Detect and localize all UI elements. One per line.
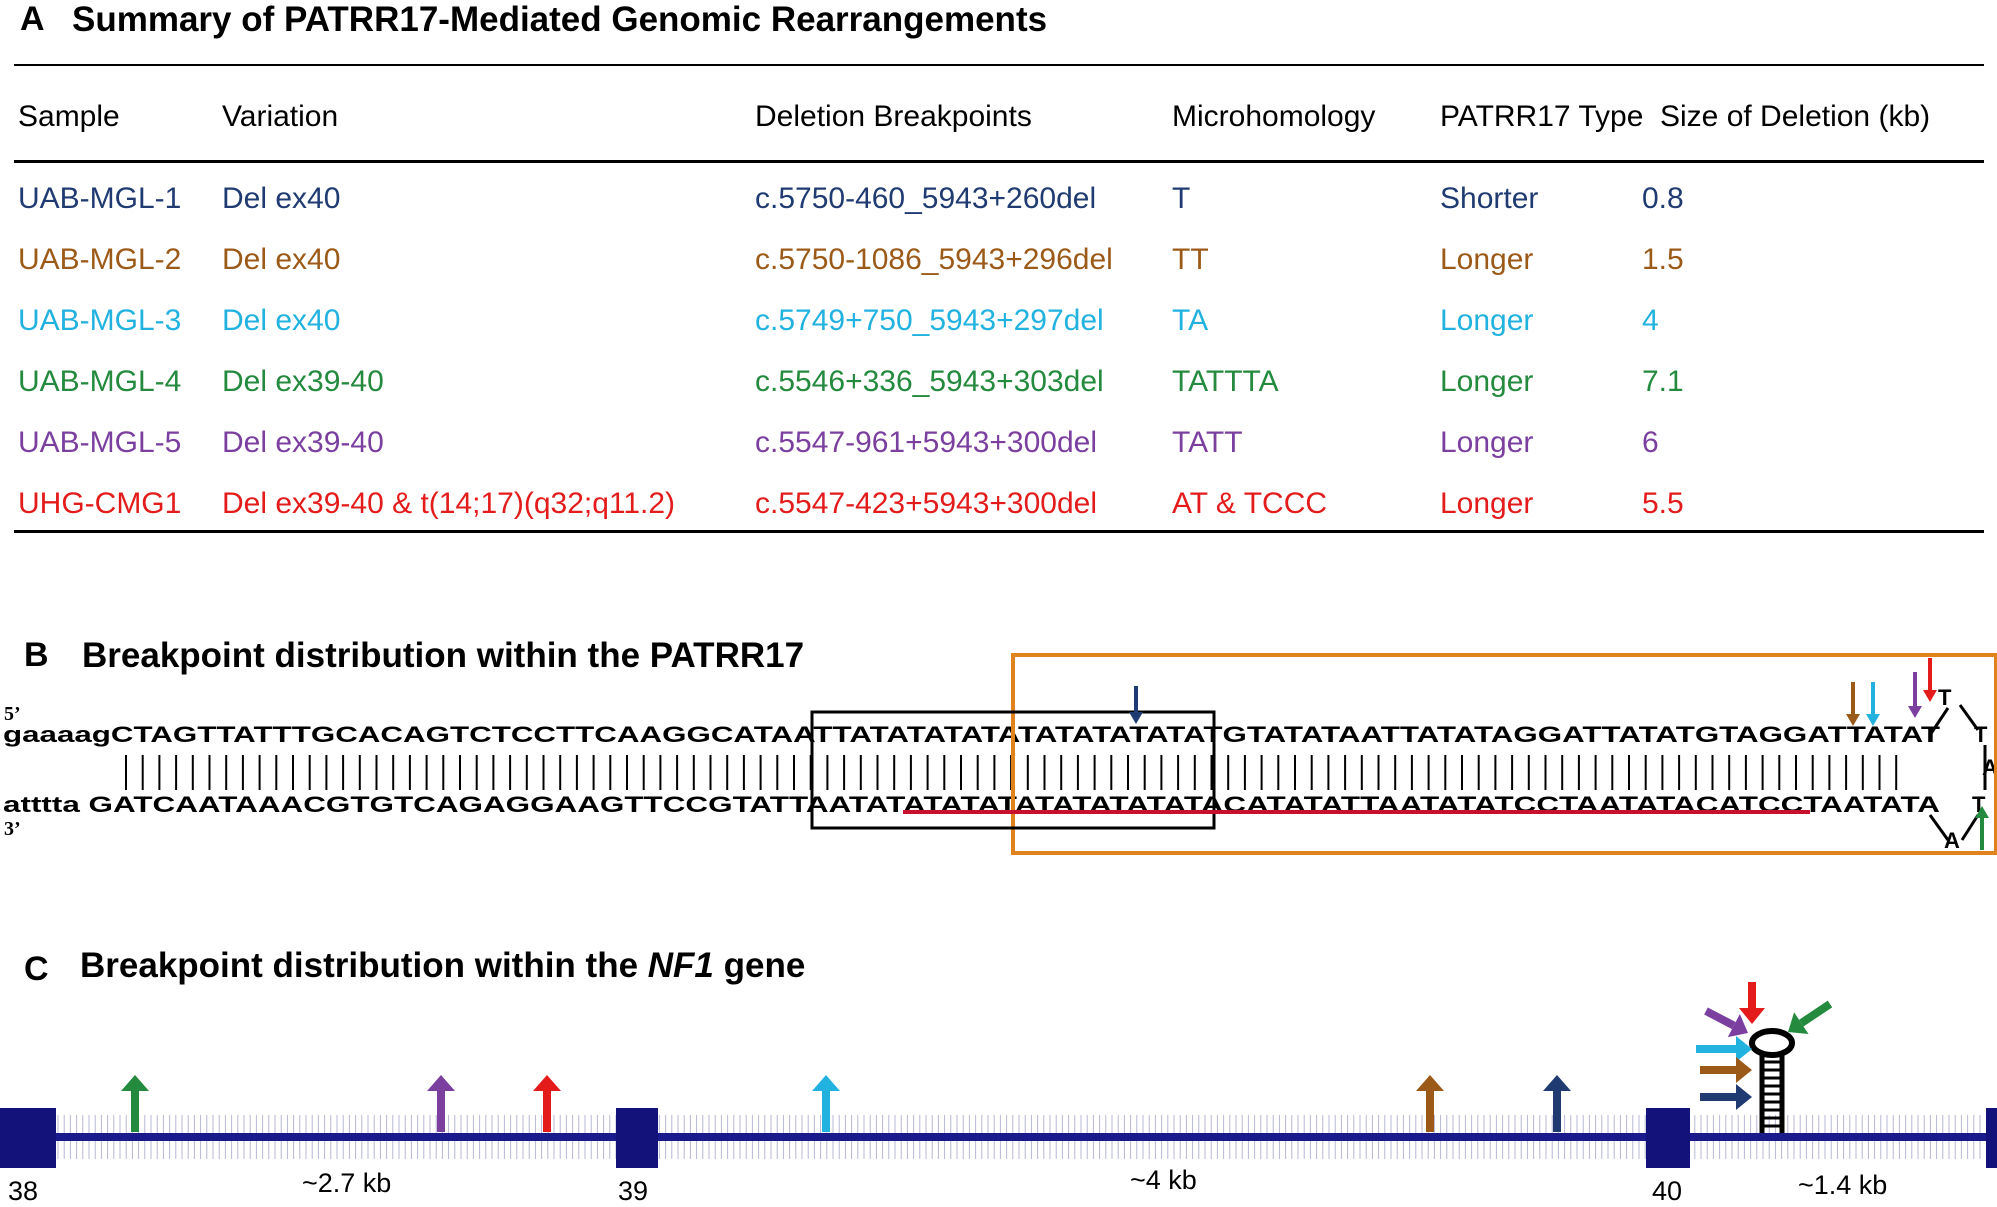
- header-size: Size of Deletion (kb): [1660, 100, 1931, 133]
- panel-b-title: Breakpoint distribution within the PATRR…: [82, 636, 805, 675]
- header-patrr-type: PATRR17 Type: [1440, 100, 1644, 133]
- exon-39-label: 39: [618, 1176, 649, 1206]
- gene-end-block: [1986, 1108, 1997, 1168]
- purple-position-arrow: [427, 1075, 455, 1132]
- cell-breakpoints: c.5547-423+5943+300del: [755, 487, 1097, 520]
- cell-microhomology: T: [1172, 182, 1191, 215]
- panel-a-title: Summary of PATRR17-Mediated Genomic Rear…: [72, 0, 1048, 39]
- base-pair-ticks: [125, 755, 1898, 790]
- black-at-repeat-box: [810, 710, 1216, 830]
- exon-40-label: 40: [1652, 1176, 1683, 1206]
- header-sample: Sample: [18, 100, 120, 133]
- panel-b-letter: B: [24, 636, 49, 674]
- nf1-gene-diagram: [0, 982, 1997, 1168]
- brown-position-arrow: [1416, 1075, 1444, 1132]
- cell-size: 4: [1642, 304, 1659, 337]
- cell-sample: UAB-MGL-2: [18, 243, 182, 276]
- green-breakpoint-arrow: [1975, 806, 1989, 850]
- exon-40-block: [1646, 1108, 1690, 1168]
- distance-label-3: ~1.4 kb: [1798, 1170, 1888, 1200]
- navy-position-arrow: [1543, 1075, 1571, 1132]
- red-position-arrow: [533, 1075, 561, 1132]
- cell-microhomology: TATT: [1172, 426, 1243, 459]
- table-top-rule: [14, 64, 1984, 66]
- hairpin-structure: [1749, 1028, 1795, 1133]
- top-strand-sequence: gaaaagCTAGTTATTTGCACAGTCTCCTTCAAGGCATAAT…: [3, 722, 1941, 747]
- cell-type: Longer: [1440, 487, 1534, 520]
- table-header-rule: [14, 160, 1984, 163]
- cell-microhomology: TA: [1172, 304, 1209, 337]
- cell-variation: Del ex40: [222, 243, 341, 276]
- red-hairpin-arrow: [1739, 982, 1765, 1024]
- purple-hairpin-arrow: [1704, 1007, 1748, 1038]
- cell-type: Longer: [1440, 365, 1534, 398]
- cell-type: Longer: [1440, 243, 1534, 276]
- cell-sample: UAB-MGL-5: [18, 426, 182, 459]
- cyan-position-arrow: [812, 1075, 840, 1132]
- panel-c-title-pre: Breakpoint distribution within the: [80, 946, 648, 985]
- cell-variation: Del ex40: [222, 182, 341, 215]
- cell-type: Longer: [1440, 426, 1534, 459]
- green-hairpin-arrow: [1788, 1000, 1833, 1034]
- panel-a-letter: A: [20, 0, 45, 38]
- cell-breakpoints: c.5750-460_5943+260del: [755, 182, 1097, 215]
- panel-c-title-post: gene: [713, 946, 806, 985]
- loop-letter: T: [1974, 722, 1988, 747]
- cell-breakpoints: c.5547-961+5943+300del: [755, 426, 1097, 459]
- cell-size: 7.1: [1642, 365, 1684, 398]
- cyan-hairpin-arrow: [1696, 1036, 1752, 1062]
- cell-sample: UAB-MGL-3: [18, 304, 182, 337]
- intron-line: [0, 1133, 1997, 1141]
- header-variation: Variation: [222, 100, 339, 133]
- cell-variation: Del ex39-40: [222, 426, 384, 459]
- navy-breakpoint-arrow: [1129, 686, 1143, 724]
- prime-3-label: 3’: [4, 818, 21, 840]
- distance-label-1: ~2.7 kb: [302, 1168, 392, 1198]
- purple-breakpoint-arrow: [1908, 672, 1922, 718]
- cell-microhomology: TT: [1172, 243, 1209, 276]
- distance-label-2: ~4 kb: [1130, 1165, 1197, 1195]
- cell-variation: Del ex39-40 & t(14;17)(q32;q11.2): [222, 487, 676, 520]
- panel-c-title: Breakpoint distribution within the NF1 g…: [80, 946, 805, 986]
- header-microhomology: Microhomology: [1172, 100, 1376, 133]
- cell-size: 6: [1642, 426, 1659, 459]
- cell-variation: Del ex40: [222, 304, 341, 337]
- green-position-arrow: [121, 1075, 149, 1132]
- header-breakpoints: Deletion Breakpoints: [755, 100, 1032, 133]
- cell-sample: UAB-MGL-4: [18, 365, 182, 398]
- orange-patrr-box: [1011, 653, 1997, 855]
- cell-type: Longer: [1440, 304, 1534, 337]
- cell-breakpoints: c.5546+336_5943+303del: [755, 365, 1104, 398]
- exon-38-block: [0, 1108, 56, 1168]
- cell-type: Shorter: [1440, 182, 1539, 215]
- cell-breakpoints: c.5750-1086_5943+296del: [755, 243, 1113, 276]
- cyan-breakpoint-arrow: [1866, 682, 1880, 726]
- red-breakpoint-arrow: [1923, 658, 1937, 702]
- cell-sample: UHG-CMG1: [18, 487, 182, 520]
- cell-size: 0.8: [1642, 182, 1684, 215]
- cell-size: 1.5: [1642, 243, 1684, 276]
- panel-c-title-gene: NF1: [647, 946, 714, 985]
- exon-39-block: [616, 1108, 658, 1168]
- cell-variation: Del ex39-40: [222, 365, 384, 398]
- brown-breakpoint-arrow: [1846, 682, 1860, 726]
- cell-size: 5.5: [1642, 487, 1684, 520]
- prime-5-label: 5’: [4, 703, 21, 725]
- loop-letter: T: [1938, 685, 1952, 710]
- loop-letter: A: [1944, 828, 1960, 853]
- navy-hairpin-arrow: [1700, 1084, 1752, 1110]
- cell-microhomology: TATTTA: [1172, 365, 1279, 398]
- cell-breakpoints: c.5749+750_5943+297del: [755, 304, 1104, 337]
- cell-sample: UAB-MGL-1: [18, 182, 182, 215]
- brown-hairpin-arrow: [1700, 1057, 1752, 1083]
- panel-c-letter: C: [24, 950, 49, 988]
- patrr17-sequence-figure: 5’ 3’ gaaaagCTAGTTATTTGCACAGTCTCCTTCAAGGCA…: [3, 653, 1997, 855]
- hairpin-loop: TTATA: [1928, 685, 1997, 853]
- exon-38-label: 38: [8, 1176, 39, 1206]
- cell-microhomology: AT & TCCC: [1172, 487, 1328, 520]
- table-bottom-rule: [14, 530, 1984, 533]
- loop-letter: A: [1982, 755, 1997, 780]
